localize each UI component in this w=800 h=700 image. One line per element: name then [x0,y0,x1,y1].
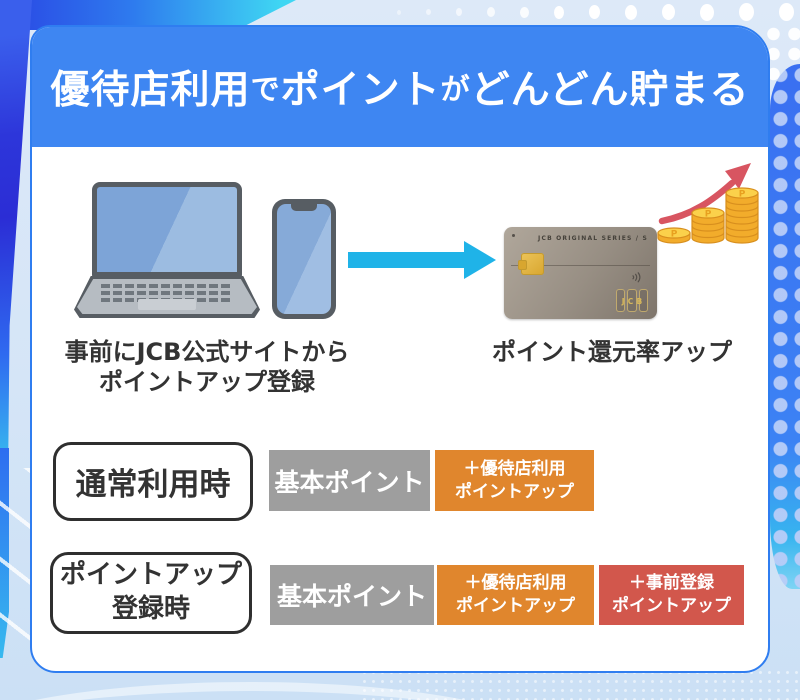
svg-text:P: P [739,190,746,200]
card-chip-icon [518,253,544,275]
row-label-text: ポイントアップ [59,560,242,591]
smartphone-illustration [272,199,336,319]
card-line [511,265,650,266]
page-title: どんどん貯まる [470,68,750,113]
point-box-text: 基本ポイント [276,582,427,611]
contactless-icon [632,272,641,283]
row-label-text: 登録時 [111,594,190,624]
header-banner: 優待店利用 で ポイント が どんどん貯まる [32,27,768,147]
row-label-normal-use: 通常利用時 [53,442,253,521]
jcb-logo-icon: JCB [616,289,648,312]
point-box-basic: 基本ポイント [270,565,434,625]
coin-stacks [657,187,759,244]
smartphone-notch [291,204,317,211]
point-box-text: ポイントアップ [612,596,731,616]
point-box-text: ＋優待店利用 [463,458,566,479]
card-mark [512,234,515,237]
point-box-basic: 基本ポイント [269,450,430,511]
bg-gradient-band-left [0,0,32,452]
point-box-text: 基本ポイント [274,467,425,497]
card-series-label: JCB ORIGINAL SERIES / S [538,235,648,242]
point-box-text: ポイントアップ [456,596,575,616]
coins-illustration: P P P [657,163,759,244]
right-caption: ポイント還元率アップ [452,337,768,367]
arrow-shaft [348,252,464,268]
point-box-text: ＋優待店利用 [464,573,567,594]
bg-polkadot-blob-right [770,64,800,589]
bg-dots-row-top [315,0,800,24]
jcb-logo-bar [616,289,626,312]
laptop-base-illustration [74,276,260,318]
jcb-logo-bar [627,289,637,312]
page-title: で [250,72,281,106]
coin-letters: P P P [671,190,746,240]
page-title: 優待店利用 [50,68,251,113]
laptop-touchpad [138,299,196,310]
left-caption: 事前にJCB公式サイトから ポイントアップ登録 [32,337,382,397]
left-caption-line1: 事前にJCB公式サイトから [64,338,350,366]
page-title: が [440,72,471,106]
point-box-partner-bonus: ＋優待店利用 ポイントアップ [437,565,594,625]
bg-thin-strip-left [0,448,9,658]
bg-diagonal-lines-left [0,468,30,668]
point-box-partner-bonus: ＋優待店利用 ポイントアップ [435,450,594,511]
point-box-registration-bonus: ＋事前登録 ポイントアップ [599,565,744,625]
point-box-text: ポイントアップ [455,481,574,502]
laptop-deck [77,279,257,314]
jcb-logo-bar [638,289,648,312]
left-caption-line2: ポイントアップ登録 [99,368,315,396]
svg-text:P: P [671,230,678,240]
bg-curve-bottom [0,682,560,700]
growth-arrow-icon [658,163,751,225]
svg-text:P: P [705,210,712,220]
credit-card-illustration: JCB ORIGINAL SERIES / S JCB [504,227,657,319]
arrow-head [464,241,496,279]
row-label-text: 通常利用時 [75,467,231,503]
page-title: ポイント [280,68,441,113]
laptop-keyboard [101,283,233,302]
laptop-illustration [92,182,242,277]
jcb-logo-text: JCB [621,297,646,306]
right-caption-line: ポイント還元率アップ [492,338,732,366]
point-box-text: ＋事前登録 [629,573,714,594]
smartphone-screen [277,204,331,314]
row-label-registered: ポイントアップ 登録時 [50,552,252,634]
content-card: 優待店利用 で ポイント が どんどん貯まる JCB ORIGINA [30,25,770,673]
arrow-right-icon [348,241,496,279]
bg-dot-grid-topright [766,26,800,82]
